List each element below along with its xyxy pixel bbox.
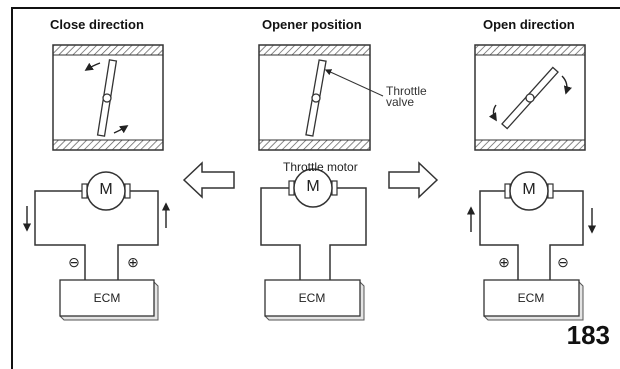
open-positive-terminal: ⊕: [498, 254, 510, 270]
close-wire-right: [117, 190, 159, 280]
open-direction-panel: [466, 44, 597, 321]
opener-ecm-label: ECM: [298, 291, 326, 305]
opener-ecm-box: [264, 279, 365, 321]
big-arrow-left: [182, 161, 235, 199]
page-number: 183: [566, 320, 610, 350]
open-wire-right: [549, 190, 584, 280]
open-rotation-arrow-bottom: [488, 104, 497, 122]
close-ecm-label: ECM: [93, 291, 121, 305]
close-motor-label: M: [99, 181, 113, 198]
opener-position-panel: [258, 44, 384, 321]
opener-position-title: Opener position: [262, 17, 362, 32]
throttle-valve-leader: [324, 69, 384, 97]
throttle-motor-label: Throttle motor: [283, 160, 358, 174]
open-direction-title: Open direction: [483, 17, 575, 32]
open-negative-terminal: ⊖: [557, 254, 569, 270]
close-direction-panel: [22, 44, 171, 321]
opener-wire-left: [260, 187, 301, 280]
close-direction-title: Close direction: [50, 17, 144, 32]
open-ecm-box: [483, 279, 584, 321]
open-ecm-label: ECM: [517, 291, 545, 305]
open-wire-left: [479, 190, 519, 280]
open-motor-label: M: [522, 181, 536, 198]
close-rotation-arrow-bottom: [113, 125, 129, 134]
open-motor: [504, 171, 554, 211]
close-positive-terminal: ⊕: [127, 254, 139, 270]
opener-motor-label: M: [306, 178, 320, 195]
throttle-valve-label-line1: Throttle: [386, 84, 427, 98]
open-rotation-arrow-top: [561, 75, 572, 95]
big-arrow-right: [388, 161, 439, 199]
close-ecm-box: [59, 279, 159, 321]
close-wire-left: [34, 190, 86, 280]
throttle-valve-label-line2: valve: [386, 95, 415, 109]
open-throttle-valve: [501, 66, 559, 130]
close-rotation-arrow-top: [84, 62, 101, 71]
opener-throttle-valve: [305, 59, 327, 137]
opener-wire-right: [329, 187, 367, 280]
close-throttle-valve: [96, 59, 118, 137]
opener-motor: [288, 168, 338, 208]
close-negative-terminal: ⊖: [68, 254, 80, 270]
